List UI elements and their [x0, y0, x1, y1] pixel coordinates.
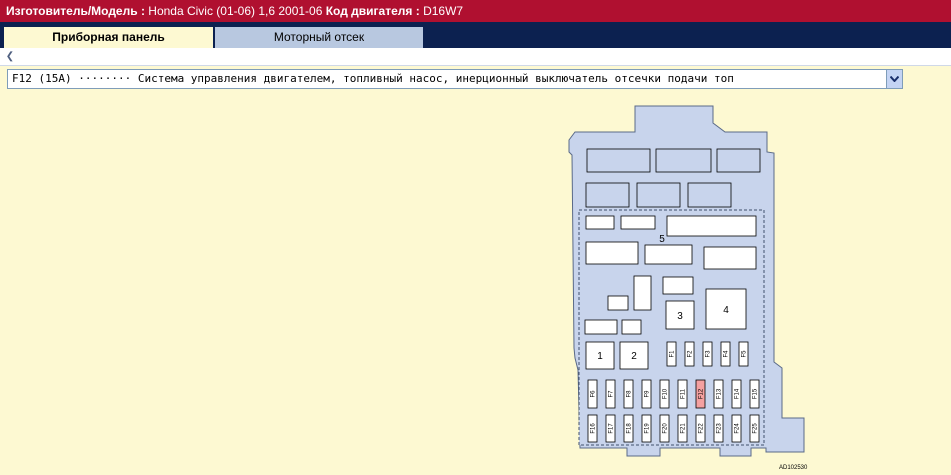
maker-label: Изготовитель/Модель : [6, 4, 145, 18]
fuse-label: F20 [663, 423, 669, 434]
component-block [585, 241, 639, 265]
fuse-label: F24 [735, 423, 741, 434]
fuse-label: F12 [699, 388, 705, 399]
fuse-label: F21 [681, 423, 687, 434]
component-block [584, 319, 618, 335]
fuse-label: F6 [591, 390, 597, 398]
fuse-f3[interactable]: F3 [702, 341, 713, 367]
fuse-label: F16 [591, 423, 597, 434]
fuse-f2[interactable]: F2 [684, 341, 695, 367]
connector [636, 182, 681, 208]
fuse-f12[interactable]: F12 [695, 379, 706, 409]
fuse-f16[interactable]: F16 [587, 414, 598, 443]
fuse-f5[interactable]: F5 [738, 341, 749, 367]
fuse-label: F18 [627, 423, 633, 434]
fuse-f23[interactable]: F23 [713, 414, 724, 443]
connector [716, 148, 761, 173]
fuse-select-value: F12 (15А) ········ Система управления дв… [12, 72, 734, 85]
scroll-strip: ❮ [0, 48, 951, 66]
fuse-label: F7 [609, 390, 615, 398]
component-block [703, 246, 757, 270]
fuse-f6[interactable]: F6 [587, 379, 598, 409]
fuse-select[interactable]: F12 (15А) ········ Система управления дв… [7, 69, 903, 89]
fuse-f25[interactable]: F25 [749, 414, 760, 443]
connector [585, 182, 630, 208]
fuse-f18[interactable]: F18 [623, 414, 634, 443]
fuse-label: F23 [717, 423, 723, 434]
fuse-f22[interactable]: F22 [695, 414, 706, 443]
chevron-down-icon[interactable] [886, 70, 902, 88]
fuse-label: F15 [753, 388, 759, 399]
fuse-f1[interactable]: F1 [666, 341, 677, 367]
fuse-f11[interactable]: F11 [677, 379, 688, 409]
relay-label: 4 [723, 305, 729, 316]
component-block [662, 276, 694, 295]
fuse-f13[interactable]: F13 [713, 379, 724, 409]
relay-label: 1 [597, 351, 603, 362]
fuse-f14[interactable]: F14 [731, 379, 742, 409]
component-block [585, 215, 615, 230]
fuse-label: F5 [742, 350, 748, 358]
fuse-f10[interactable]: F10 [659, 379, 670, 409]
engine-label: Код двигателя : [325, 4, 420, 18]
fuse-label: F13 [717, 388, 723, 399]
fuse-label: F25 [753, 423, 759, 434]
fuse-f17[interactable]: F17 [605, 414, 616, 443]
fuse-f9[interactable]: F9 [641, 379, 652, 409]
tab-instrument-panel[interactable]: Приборная панель [4, 27, 213, 48]
fuse-label: F22 [699, 423, 705, 434]
component-block [666, 215, 757, 237]
fuse-label: F17 [609, 423, 615, 434]
fuse-f4[interactable]: F4 [720, 341, 731, 367]
component-block [644, 244, 693, 265]
relay-4 [705, 288, 747, 330]
component-block [621, 319, 642, 335]
fuse-label: F4 [724, 350, 730, 358]
title-bar: Изготовитель/Модель : Honda Civic (01-06… [0, 0, 951, 22]
scroll-left-icon[interactable]: ❮ [5, 51, 15, 62]
tab-bar: Приборная панель Моторный отсек [0, 22, 951, 48]
fuse-f7[interactable]: F7 [605, 379, 616, 409]
tab-engine-compartment[interactable]: Моторный отсек [215, 27, 423, 48]
fuse-label: F19 [645, 423, 651, 434]
fuse-f8[interactable]: F8 [623, 379, 634, 409]
image-credit: AD102530 [779, 465, 808, 471]
fuse-label: F11 [681, 388, 687, 399]
fuse-f19[interactable]: F19 [641, 414, 652, 443]
fuse-label: F2 [688, 350, 694, 358]
maker-value: Honda Civic (01-06) 1,6 2001-06 [148, 4, 323, 18]
relay-label: 5 [659, 234, 665, 245]
fuse-label: F10 [663, 388, 669, 399]
component-block [607, 295, 629, 311]
connector [687, 182, 732, 208]
fuse-f20[interactable]: F20 [659, 414, 670, 443]
component-block [633, 275, 652, 311]
relay-label: 3 [677, 311, 683, 322]
fuse-f21[interactable]: F21 [677, 414, 688, 443]
fuse-label: F14 [735, 388, 741, 399]
fuse-f15[interactable]: F15 [749, 379, 760, 409]
relay-2 [619, 341, 649, 370]
relay-1 [585, 341, 615, 370]
fuse-label: F1 [670, 350, 676, 358]
connector [655, 148, 712, 173]
engine-value: D16W7 [423, 4, 464, 18]
fuse-label: F3 [706, 350, 712, 358]
connector [586, 148, 651, 173]
relay-label: 2 [631, 351, 637, 362]
fuse-label: F9 [645, 390, 651, 398]
relay-3 [665, 300, 695, 330]
component-block [620, 215, 656, 230]
fuse-label: F8 [627, 390, 633, 398]
fuse-f24[interactable]: F24 [731, 414, 742, 443]
